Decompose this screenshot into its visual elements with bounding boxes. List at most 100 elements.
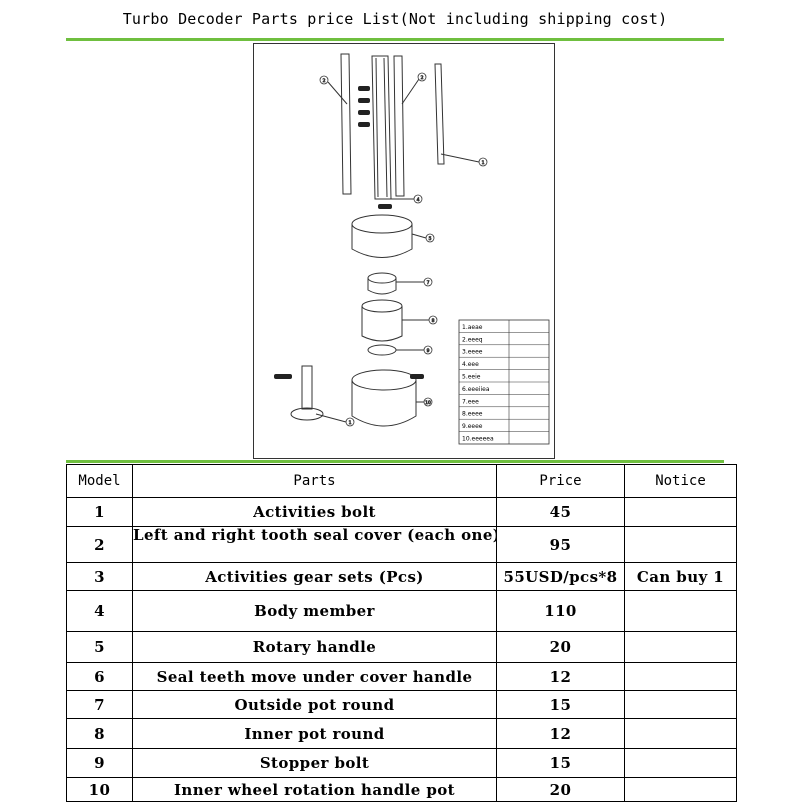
cell-price: 110 [496, 590, 625, 632]
cell-part: Outside pot round [132, 690, 497, 719]
page-title: Turbo Decoder Parts price List(Not inclu… [122, 10, 668, 28]
bottom-pot-body [351, 380, 417, 427]
table-row: 9 Stopper bolt 15 [66, 748, 737, 778]
center-rack [371, 55, 392, 200]
cylinder-body [361, 306, 403, 342]
cell-model: 5 [66, 631, 133, 663]
callout-number: 8 [432, 318, 435, 324]
callout-number: 4 [417, 197, 420, 203]
cell-notice [624, 718, 737, 749]
callout-circle [423, 277, 433, 287]
rack-teeth-lines [375, 57, 388, 198]
leader-lines [315, 78, 480, 423]
mid-green-rule [66, 460, 724, 463]
callout-number: 2 [421, 75, 424, 81]
cell-model: 6 [66, 662, 133, 691]
bolt-mark [358, 86, 370, 91]
gear-ring-body [367, 278, 397, 295]
legend-entry: 7.eee [462, 398, 479, 405]
cell-notice [624, 777, 737, 802]
diagram-svg: 2 2 1 4 5 7 8 9 10 1 1.aeae 2.eeeq 3.eeee 4.eee 5.eei… [274, 53, 550, 445]
cell-price: 20 [496, 777, 625, 802]
cell-model: 4 [66, 590, 133, 632]
cell-price: 45 [496, 497, 625, 527]
cell-model: 10 [66, 777, 133, 802]
callout-circle [319, 75, 329, 85]
cell-model: 7 [66, 690, 133, 719]
table-row: 1 Activities bolt 45 [66, 497, 737, 527]
diagram-legend: 1.aeae 2.eeeq 3.eeee 4.eee 5.eeie 6.eeeiiea 7.… [458, 319, 550, 445]
callout-number: 9 [427, 348, 430, 354]
cell-price: 55USD/pcs*8 [496, 562, 625, 591]
callout-number: 5 [429, 236, 432, 242]
legend-entry: 3.eeee [462, 349, 483, 356]
cell-part: Activities gear sets (Pcs) [132, 562, 497, 591]
legend-entry: 2.eeeq [462, 336, 483, 343]
legend-entry: 10.eeeeea [462, 436, 494, 443]
cylinder-top [361, 299, 403, 313]
far-right-rod [434, 63, 445, 165]
big-nut-top [351, 214, 413, 234]
legend-entry: 6.eeeiiea [462, 386, 490, 393]
table-row: 2 Left and right tooth seal cover (each … [66, 526, 737, 563]
header-parts: Parts [132, 464, 497, 498]
parts-price-table: Model Parts Price Notice 1 Activities bo… [66, 464, 737, 802]
callout-circle [425, 233, 435, 243]
cell-model: 9 [66, 748, 133, 778]
table-row: 8 Inner pot round 12 [66, 718, 737, 749]
gear-ring [367, 272, 397, 284]
cell-part: Seal teeth move under cover handle [132, 662, 497, 691]
small-washer [367, 344, 397, 356]
table-row: 3 Activities gear sets (Pcs) 55USD/pcs*8… [66, 562, 737, 591]
header-model: Model [66, 464, 133, 498]
cell-notice [624, 690, 737, 719]
callout-circle [413, 194, 423, 204]
legend-entry: 4.eee [462, 361, 479, 368]
header-notice: Notice [624, 464, 737, 498]
callout-number: 10 [425, 400, 431, 406]
left-side-plate [340, 53, 352, 195]
bolt-mark [358, 98, 370, 103]
cell-price: 15 [496, 690, 625, 719]
cell-model: 8 [66, 718, 133, 749]
legend-entry: 1.aeae [462, 324, 483, 331]
cell-notice: Can buy 1 [624, 562, 737, 591]
cell-part: Inner pot round [132, 718, 497, 749]
exploded-parts-diagram: 2 2 1 4 5 7 8 9 10 1 1.aeae 2.eeeq 3.eeee 4.eee 5.eei… [253, 43, 555, 459]
callout-number: 2 [323, 78, 326, 84]
cell-notice [624, 631, 737, 663]
cell-part: Left and right tooth seal cover (each on… [132, 526, 497, 563]
cell-part: Rotary handle [132, 631, 497, 663]
legend-entry: 5.eeie [462, 374, 481, 381]
cell-model: 2 [66, 526, 133, 563]
cell-model: 3 [66, 562, 133, 591]
cell-notice [624, 662, 737, 691]
callout-number: 7 [427, 280, 430, 286]
callout-circle [345, 417, 355, 427]
bolt-mark [358, 122, 370, 127]
table-row: 7 Outside pot round 15 [66, 690, 737, 719]
cell-model: 1 [66, 497, 133, 527]
table-row: 6 Seal teeth move under cover handle 12 [66, 662, 737, 691]
cell-part: Stopper bolt [132, 748, 497, 778]
callout-circle [423, 397, 433, 407]
callout-circle [478, 157, 488, 167]
table-header-row: Model Parts Price Notice [66, 464, 737, 498]
bolt-mark [410, 374, 424, 379]
legend-entry: 9.eeee [462, 423, 483, 430]
cell-notice [624, 748, 737, 778]
handle-shaft [301, 365, 313, 410]
bottom-pot-top [351, 369, 417, 391]
callout-circle [423, 345, 433, 355]
cell-price: 95 [496, 526, 625, 563]
cell-price: 15 [496, 748, 625, 778]
table-row: 5 Rotary handle 20 [66, 631, 737, 663]
cell-part: Activities bolt [132, 497, 497, 527]
callout-circle [417, 72, 427, 82]
callout-number: 1 [482, 160, 485, 166]
callout-number: 1 [349, 420, 352, 426]
cell-notice [624, 526, 737, 563]
cell-price: 12 [496, 662, 625, 691]
table-row: 4 Body member 110 [66, 590, 737, 632]
table-row: 10 Inner wheel rotation handle pot 20 [66, 777, 737, 802]
